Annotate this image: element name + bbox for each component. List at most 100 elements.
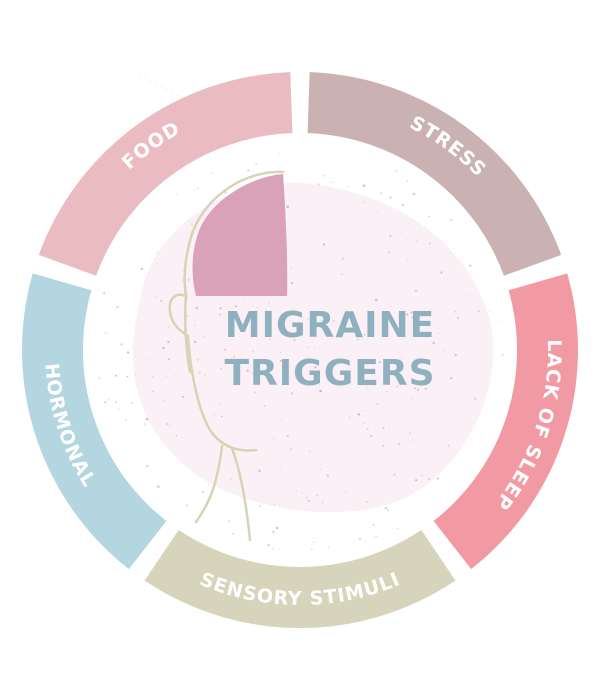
- speckle-dot: [399, 231, 402, 233]
- speckle-dot: [414, 289, 418, 292]
- speckle-dot: [375, 535, 377, 537]
- speckle-dot: [211, 172, 214, 174]
- speckle-dot: [168, 325, 170, 328]
- speckle-dot: [254, 391, 256, 394]
- speckle-dot: [273, 438, 275, 440]
- speckle-dot: [427, 477, 431, 481]
- speckle-dot: [97, 376, 101, 380]
- speckle-dot: [331, 181, 333, 184]
- speckle-dot: [194, 189, 196, 191]
- speckle-dot: [424, 387, 427, 390]
- speckle-dot: [421, 254, 423, 256]
- head-outline: [168, 170, 285, 542]
- speckle-dot: [317, 183, 320, 185]
- speckle-dot: [418, 357, 421, 360]
- speckle-dot: [125, 419, 127, 422]
- speckle-dot: [412, 192, 416, 196]
- speckle-dot: [406, 259, 409, 262]
- speckle-dot: [309, 450, 311, 453]
- speckle-dot: [400, 357, 402, 360]
- speckle-dot: [314, 366, 317, 369]
- speckle-dot: [386, 391, 388, 393]
- speckle-dot: [117, 305, 120, 308]
- speckle-dot: [456, 316, 459, 319]
- speckle-dot: [283, 371, 285, 374]
- speckle-dot: [370, 435, 373, 438]
- speckle-dot: [393, 473, 396, 476]
- speckle-dot: [146, 464, 149, 468]
- speckle-dot: [473, 397, 477, 401]
- speckle-dot: [415, 479, 418, 482]
- speckle-dot: [450, 377, 453, 380]
- speckle-dot: [418, 364, 420, 366]
- speckle-dot: [233, 428, 236, 430]
- speckle-dot: [168, 367, 170, 369]
- speckle-dot: [286, 435, 289, 438]
- speckle-dot: [162, 400, 164, 402]
- speckle-dot: [252, 351, 254, 353]
- speckle-dot: [126, 375, 129, 378]
- speckle-dot: [104, 332, 107, 335]
- speckle-dot: [301, 491, 303, 494]
- speckle-dot: [417, 388, 419, 391]
- speckle-dot: [234, 305, 238, 308]
- speckle-dot: [364, 409, 367, 412]
- speckle-dot: [219, 403, 221, 406]
- speckle-dot: [359, 538, 361, 541]
- segment-stress: [307, 72, 562, 276]
- speckle-dot: [406, 313, 409, 316]
- speckle-dot: [278, 548, 280, 550]
- segment-hormonal: [21, 273, 167, 570]
- speckle-dot: [212, 415, 214, 417]
- speckle-dot: [154, 295, 156, 297]
- speckle-dots: [97, 152, 504, 551]
- speckle-dot: [115, 306, 118, 308]
- speckle-dot: [314, 347, 316, 349]
- speckle-dot: [267, 544, 270, 547]
- speckle-dot: [362, 201, 365, 204]
- speckle-dot: [428, 215, 431, 218]
- speckle-dot: [144, 423, 147, 426]
- speckle-dot: [307, 318, 310, 320]
- speckle-dot: [318, 384, 320, 386]
- speckle-dot: [157, 485, 160, 488]
- speckle-dot: [447, 444, 450, 447]
- speckle-dot: [452, 247, 454, 249]
- speckle-dot: [332, 319, 335, 322]
- speckle-dot: [357, 413, 360, 416]
- speckle-dot: [469, 264, 472, 267]
- speckle-dot: [140, 267, 144, 271]
- speckle-dot: [252, 305, 254, 307]
- speckle-dot: [279, 469, 281, 471]
- speckle-dot: [282, 379, 285, 381]
- speckle-dot: [410, 311, 413, 314]
- speckle-dot: [401, 204, 404, 207]
- speckle-dot: [194, 340, 197, 344]
- speckle-dot: [349, 416, 351, 419]
- speckle-dot: [304, 358, 307, 361]
- speckle-dot: [323, 174, 326, 177]
- speckle-dot: [388, 425, 390, 427]
- speckle-dot: [429, 242, 431, 245]
- speckle-dot: [454, 311, 457, 313]
- speckle-dot: [290, 267, 292, 270]
- speckle-dot: [311, 548, 313, 551]
- speckle-dot: [168, 358, 170, 361]
- title-line-1: MIGRAINE: [225, 305, 435, 346]
- speckle-dot: [326, 474, 329, 477]
- speckle-dot: [272, 530, 275, 534]
- speckle-dot: [246, 369, 249, 372]
- speckle-dot: [391, 271, 393, 274]
- speckle-dot: [387, 509, 390, 512]
- speckle-dot: [362, 422, 365, 425]
- trigger-ring: [21, 72, 578, 629]
- segment-food: [38, 72, 293, 276]
- speckle-dot: [213, 412, 216, 415]
- speckle-dot: [380, 192, 383, 195]
- speckle-dot: [134, 373, 137, 376]
- speckle-dot: [437, 332, 439, 335]
- speckle-dot: [107, 398, 110, 401]
- speckle-dot: [417, 367, 420, 370]
- speckle-dot: [341, 273, 343, 275]
- speckle-dot: [366, 501, 368, 503]
